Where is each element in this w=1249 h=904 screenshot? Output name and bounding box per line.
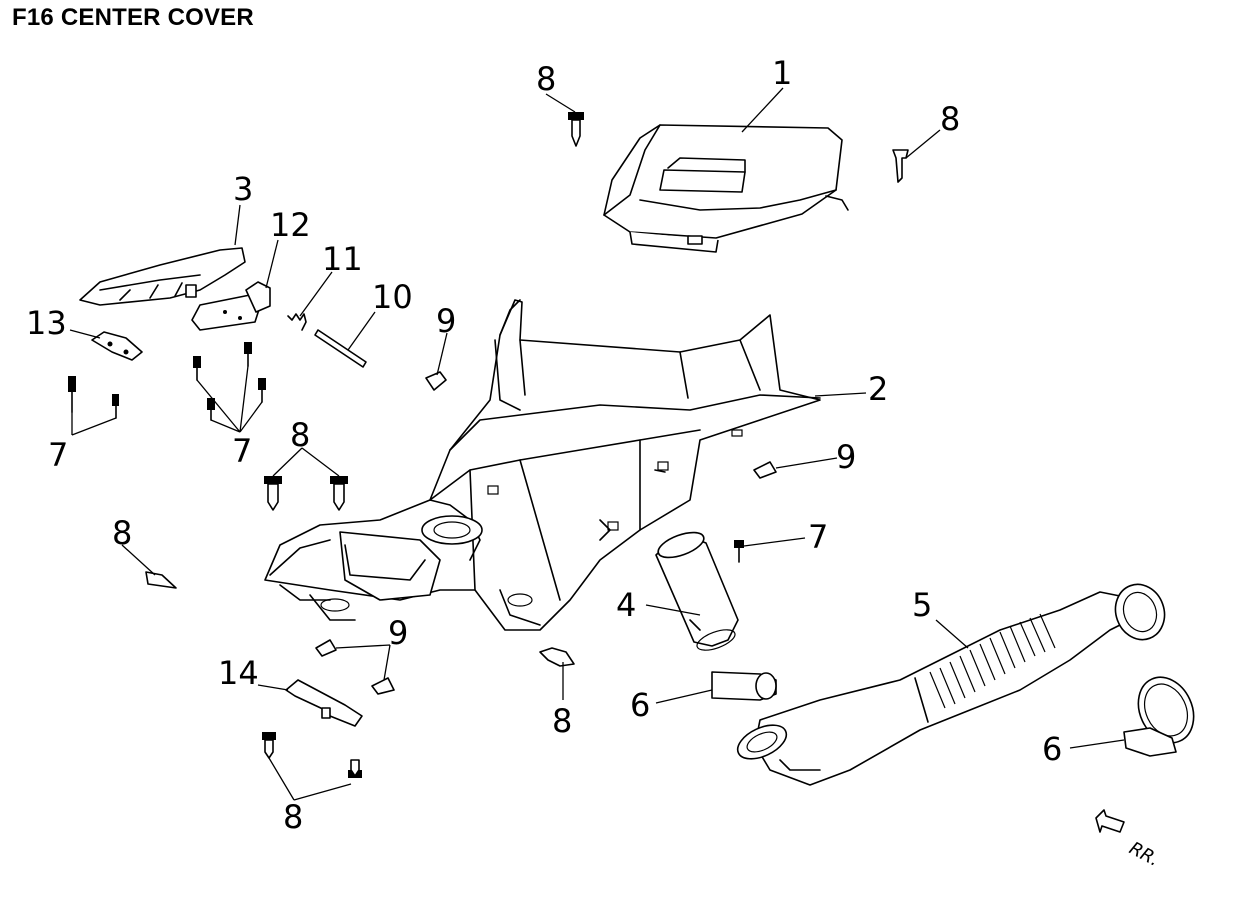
part-8-screw[interactable] (145, 112, 909, 778)
direction-arrow-icon: RR. (1095, 809, 1163, 871)
callout-8-top: 8 (536, 60, 556, 98)
callout-8-left: 8 (112, 514, 132, 552)
part-6-clamp-lower[interactable] (1123, 668, 1204, 757)
callout-7-left: 7 (48, 436, 68, 474)
part-14-lower-bracket[interactable] (285, 679, 363, 727)
callout-8-upper-middle: 8 (290, 416, 310, 454)
part-11-spring[interactable] (287, 313, 307, 331)
part-3-bracket[interactable] (79, 247, 246, 306)
callout-numbers: 1 2 3 4 5 6 6 7 7 7 8 8 8 8 8 8 9 9 9 10… (26, 54, 1062, 836)
callout-12: 12 (270, 206, 311, 244)
callout-1: 1 (772, 54, 792, 92)
part-13-small-bracket[interactable] (91, 331, 143, 361)
callout-7-middle: 7 (232, 432, 252, 470)
callout-9-right: 9 (836, 438, 856, 476)
callout-6-upper: 6 (630, 686, 650, 724)
part-7-screw[interactable] (68, 342, 744, 563)
page-title: F16 CENTER COVER (12, 4, 254, 31)
part-9-clip[interactable] (315, 371, 777, 695)
leader-lines (69, 87, 1125, 801)
callout-8-center: 8 (552, 702, 572, 740)
callout-3: 3 (233, 170, 253, 208)
part-10-rod[interactable] (314, 329, 367, 368)
callout-11: 11 (322, 240, 363, 278)
callout-5: 5 (912, 586, 932, 624)
part-2-center-frame[interactable] (264, 299, 821, 631)
callout-7-right: 7 (808, 518, 828, 556)
part-5-hose[interactable] (733, 577, 1173, 786)
callout-6-lower: 6 (1042, 730, 1062, 768)
part-1-top-cover[interactable] (603, 124, 849, 253)
callout-8-bottom: 8 (283, 798, 303, 836)
callout-10: 10 (372, 278, 413, 316)
direction-label: RR. (1126, 838, 1163, 871)
part-12-plate[interactable] (191, 281, 271, 331)
callout-8-top-right: 8 (940, 100, 960, 138)
callout-9-upper: 9 (436, 302, 456, 340)
callout-4: 4 (616, 586, 636, 624)
callout-13: 13 (26, 304, 67, 342)
callout-9-lower: 9 (388, 614, 408, 652)
callout-2: 2 (868, 370, 888, 408)
part-6-clamp-upper[interactable] (711, 671, 777, 701)
part-4-duct[interactable] (655, 527, 739, 654)
callout-14: 14 (218, 654, 259, 692)
